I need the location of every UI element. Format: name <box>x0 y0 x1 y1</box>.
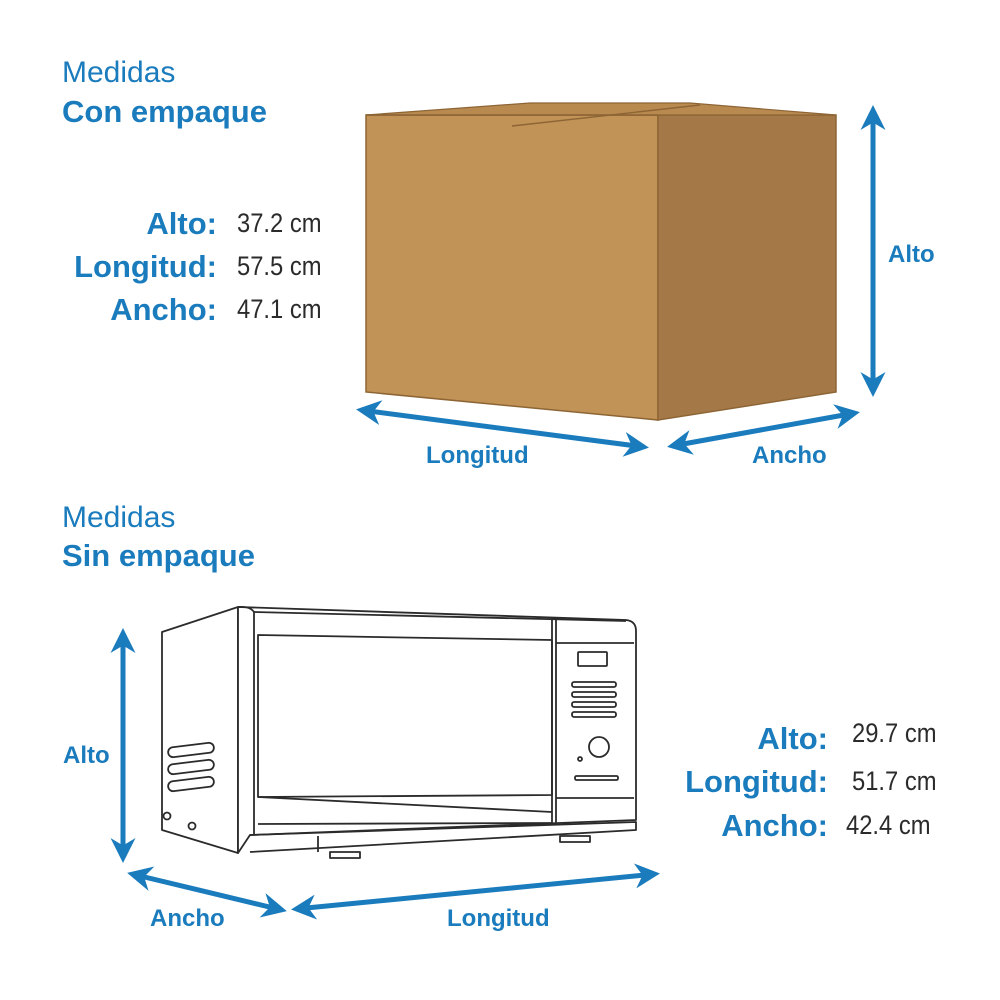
unpacked-ancho-label: Ancho: <box>721 808 828 843</box>
cardboard-box-illustration <box>365 102 837 421</box>
packed-title: Medidas <box>62 56 176 89</box>
box-longitud-arrow <box>356 400 649 457</box>
box-side-face <box>657 114 837 421</box>
microwave-longitud-label: Longitud <box>447 905 550 932</box>
box-ancho-arrow <box>667 404 860 455</box>
packed-longitud-value: 57.5 cm <box>237 251 322 281</box>
packed-ancho-label: Ancho: <box>110 292 217 327</box>
box-ancho-label: Ancho <box>752 442 827 469</box>
packed-alto-value: 37.2 cm <box>237 208 322 238</box>
packed-subtitle: Con empaque <box>62 94 267 129</box>
microwave-front-frame <box>237 606 637 854</box>
microwave-longitud-arrow <box>291 863 660 920</box>
box-longitud-label: Longitud <box>426 442 529 469</box>
microwave-illustration <box>161 605 637 859</box>
unpacked-longitud-value: 51.7 cm <box>852 766 937 796</box>
microwave-ancho-label: Ancho <box>150 905 225 932</box>
unpacked-alto-value: 29.7 cm <box>852 718 937 748</box>
unpacked-alto-label: Alto: <box>757 721 828 756</box>
unpacked-longitud-label: Longitud: <box>685 764 828 799</box>
microwave-ancho-arrow <box>127 866 287 918</box>
microwave-side-vent <box>167 741 215 759</box>
box-top-face <box>365 102 837 116</box>
packed-alto-label: Alto: <box>146 206 217 241</box>
box-front-face <box>365 114 659 421</box>
unpacked-ancho-value: 42.4 cm <box>846 810 931 840</box>
packed-ancho-value: 47.1 cm <box>237 294 322 324</box>
microwave-alto-label: Alto <box>63 742 110 769</box>
unpacked-title: Medidas <box>62 501 176 534</box>
box-alto-label: Alto <box>888 241 935 268</box>
unpacked-subtitle: Sin empaque <box>62 538 255 573</box>
microwave-side-panel <box>161 606 239 854</box>
microwave-knob <box>588 736 610 758</box>
microwave-display <box>577 651 608 667</box>
packed-longitud-label: Longitud: <box>74 249 217 284</box>
